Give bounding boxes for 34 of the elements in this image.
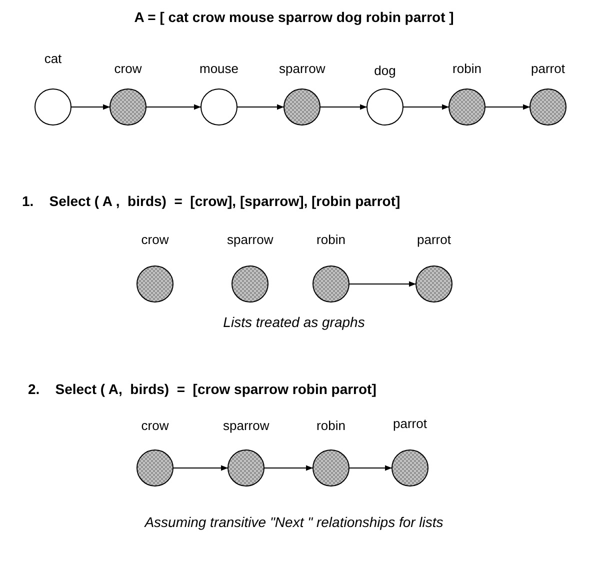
node-label: crow bbox=[141, 232, 169, 247]
arrow bbox=[70, 104, 110, 110]
node-label: parrot bbox=[393, 416, 427, 431]
node-label: sparrow bbox=[227, 232, 274, 247]
list-node bbox=[448, 61, 486, 126]
node-label: robin bbox=[452, 61, 482, 76]
caption: Lists treated as graphs bbox=[223, 314, 365, 330]
node-label: parrot bbox=[531, 61, 565, 76]
node-label: parrot bbox=[417, 232, 451, 247]
title: A = [ cat crow mouse sparrow dog robin parrot ] bbox=[134, 9, 454, 25]
arrow bbox=[236, 104, 284, 110]
node-label: crow bbox=[141, 418, 169, 433]
list-node bbox=[312, 418, 350, 487]
node-label: robin bbox=[316, 418, 346, 433]
list-node bbox=[366, 63, 404, 126]
heading: 1. Select ( A , birds) = [crow], [sparrow], [robin parrot] bbox=[22, 193, 400, 209]
node-label: robin bbox=[316, 232, 346, 247]
arrow bbox=[348, 465, 392, 471]
node-label: crow bbox=[114, 61, 142, 76]
caption: Assuming transitive "Next " relationships for lists bbox=[144, 514, 444, 530]
arrow bbox=[320, 104, 368, 110]
arrow bbox=[484, 104, 530, 110]
heading: 2. Select ( A, birds) = [crow sparrow robin parrot] bbox=[28, 381, 376, 397]
arrow bbox=[172, 465, 228, 471]
node-label: sparrow bbox=[279, 61, 326, 76]
node-label: cat bbox=[44, 51, 62, 66]
list-node bbox=[312, 232, 350, 303]
node-label: sparrow bbox=[223, 418, 270, 433]
arrow bbox=[348, 281, 416, 287]
node-label: mouse bbox=[200, 61, 239, 76]
node-label: dog bbox=[374, 63, 396, 78]
arrow bbox=[402, 104, 450, 110]
arrow bbox=[146, 104, 202, 110]
arrow bbox=[264, 465, 314, 471]
